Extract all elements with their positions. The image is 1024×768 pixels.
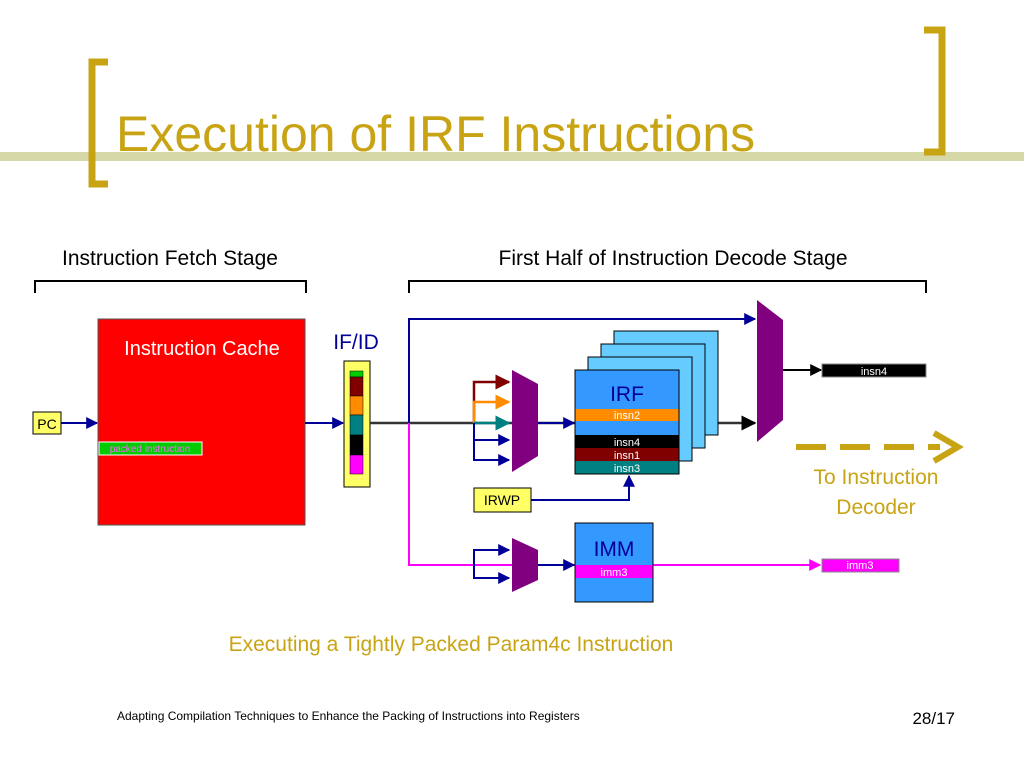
mux-input-insn2	[472, 394, 511, 423]
mux-input-a	[473, 423, 511, 446]
ifid-field-insn4	[349, 434, 364, 456]
footer-text: Adapting Compilation Techniques to Enhan…	[117, 709, 580, 723]
right-bracket-icon	[924, 26, 946, 156]
imm-row-imm3	[575, 565, 653, 578]
instruction-cache-label: Instruction Cache	[124, 338, 280, 360]
output-mux	[757, 300, 783, 442]
imm-field-wire	[408, 423, 822, 571]
decode-stage-brace	[408, 280, 927, 293]
title-decor-bar-left	[0, 152, 80, 161]
irf-label: IRF	[610, 383, 644, 406]
caption: Executing a Tightly Packed Param4c Instr…	[229, 633, 674, 656]
imm-row-imm3-label: imm3	[601, 567, 628, 579]
ifid-field-insn1	[349, 376, 364, 397]
to-decoder-label-line1: To Instruction	[814, 466, 939, 489]
packed-instruction-label: packed instruction	[110, 444, 191, 455]
pc-label: PC	[37, 416, 56, 432]
packed-instruction-slot	[98, 441, 203, 456]
irf-row-insn2	[575, 409, 679, 421]
page-title: Execution of IRF Instructions	[116, 106, 755, 162]
bypass-wire	[408, 313, 757, 423]
irf-border	[574, 369, 680, 475]
imm-table-border	[574, 522, 654, 603]
imm-label: IMM	[594, 538, 635, 561]
imm-table	[574, 522, 654, 603]
output-imm-label: imm3	[847, 560, 874, 572]
irf-row-insn3-label: insn3	[614, 463, 640, 475]
output-imm-register	[821, 558, 900, 573]
fetch-stage-brace	[34, 280, 307, 293]
irf-index-mux	[512, 370, 538, 472]
to-decoder-label-line2: Decoder	[836, 496, 915, 519]
decode-stage-label: First Half of Instruction Decode Stage	[499, 247, 848, 270]
ifid-label: IF/ID	[333, 331, 379, 354]
irf-row-insn4-label: insn4	[614, 437, 640, 449]
irf-row-insn2-label: insn2	[614, 410, 640, 422]
output-insn-label: insn4	[861, 366, 887, 378]
page-number: 28/17	[912, 709, 955, 728]
left-bracket-icon	[88, 58, 108, 188]
irf-row-insn1-label: insn1	[614, 450, 640, 462]
ifid-field-insn2	[349, 395, 364, 416]
irf-row-insn3	[575, 461, 679, 474]
irwp-label: IRWP	[484, 492, 520, 508]
ifid-field-opcode	[349, 370, 364, 378]
irf-row-insn1	[575, 448, 679, 461]
title-decor-bar	[80, 152, 1024, 161]
output-insn-register	[821, 363, 927, 378]
to-decoder-arrowhead-icon	[932, 430, 964, 464]
ifid-field-imm	[349, 454, 364, 475]
instruction-cache	[97, 318, 306, 526]
imm-mux-input-a	[473, 544, 511, 565]
fetch-stage-label: Instruction Fetch Stage	[62, 247, 278, 270]
mux-input-b	[473, 423, 511, 466]
irwp-to-irf-wire	[531, 474, 635, 501]
imm-mux-input-b	[473, 565, 511, 584]
ifid-field-insn3	[349, 414, 364, 436]
imm-index-mux	[512, 538, 538, 592]
irwp-register	[473, 487, 532, 513]
irf-row-insn4	[575, 435, 679, 448]
